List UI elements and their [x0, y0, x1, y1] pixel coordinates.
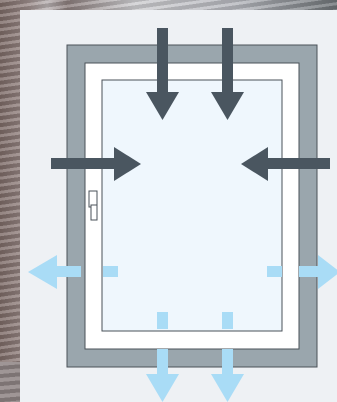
- window-glass: [102, 80, 282, 331]
